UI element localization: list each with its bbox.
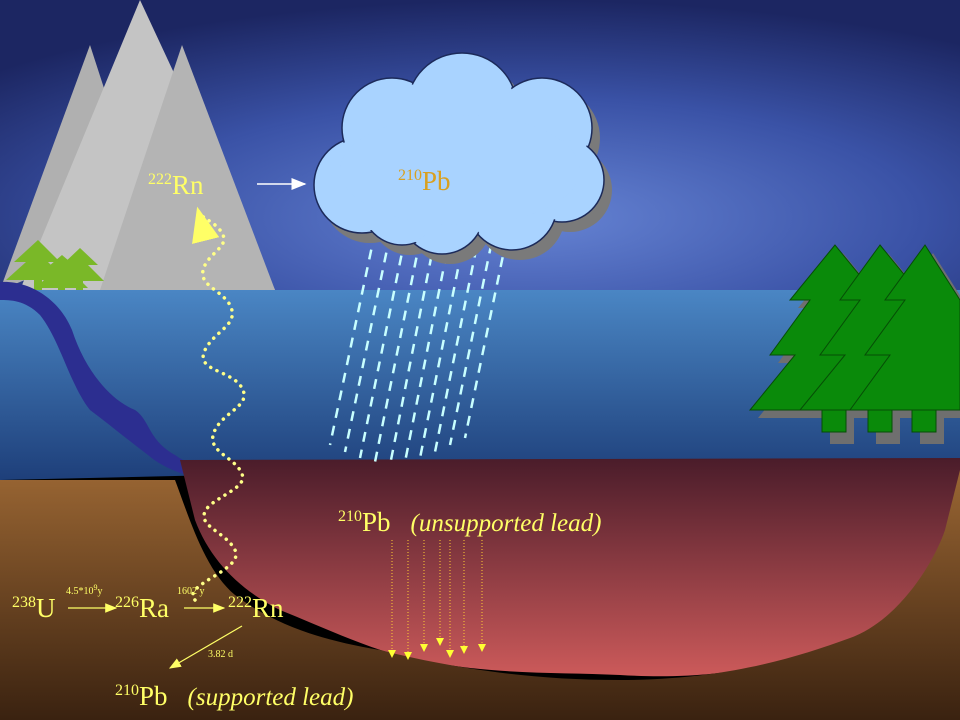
radon-diffusion-path bbox=[191, 206, 246, 602]
rain-cloud bbox=[313, 52, 612, 264]
halflife-rn222-label: 3.82 d bbox=[208, 649, 233, 660]
atmosphere-rn222-label: 222Rn bbox=[148, 170, 204, 200]
sediment bbox=[180, 458, 960, 677]
halflife-ra226-label: 1602 y bbox=[177, 586, 205, 597]
supported-lead-label: 210Pb(supported lead) bbox=[115, 681, 353, 711]
rain bbox=[328, 221, 512, 466]
halflife-u238-label: 4.5*109y bbox=[66, 583, 103, 597]
decay-chain-arrows bbox=[68, 603, 243, 669]
lake-water bbox=[0, 290, 960, 480]
cloud-pb210-label: 210Pb bbox=[398, 166, 451, 196]
unsupported-lead-label: 210Pb(unsupported lead) bbox=[338, 507, 601, 537]
soil bbox=[0, 470, 960, 720]
chain-rn222-label: 222Rn bbox=[228, 593, 284, 623]
chain-ra226-label: 226Ra bbox=[115, 593, 169, 623]
chain-u238-label: 238U bbox=[12, 593, 56, 623]
deposition-arrowheads bbox=[388, 638, 486, 660]
large-trees-right bbox=[748, 244, 960, 444]
stream bbox=[0, 281, 245, 482]
deposition-arrows bbox=[391, 540, 483, 654]
